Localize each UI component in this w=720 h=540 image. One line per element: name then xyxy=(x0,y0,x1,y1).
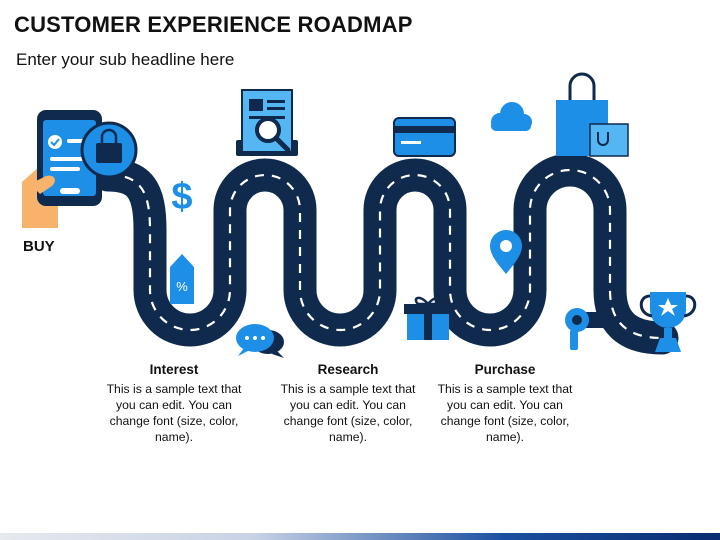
shopping-bags-icon xyxy=(556,72,629,157)
stage-description: This is a sample text that you can edit.… xyxy=(437,382,573,444)
cloud-icon xyxy=(491,102,532,131)
page-subtitle: Enter your sub headline here xyxy=(16,50,235,69)
percent-tag-icon: % xyxy=(170,254,194,304)
start-label-buy: BUY xyxy=(23,238,55,255)
chat-bubbles-icon xyxy=(236,324,284,358)
hair-dryer-icon xyxy=(565,308,610,350)
dollar-icon: $ xyxy=(171,176,192,218)
phone-hand-icon xyxy=(22,110,138,228)
stage-title: Interest xyxy=(149,362,199,377)
stage-description: This is a sample text that you can edit.… xyxy=(106,382,242,444)
credit-card-icon xyxy=(393,117,456,157)
bottom-accent-bar xyxy=(0,533,720,540)
document-search-icon xyxy=(236,89,298,156)
trophy-icon xyxy=(639,292,697,352)
gift-icon xyxy=(404,296,452,340)
stage-title: Purchase xyxy=(474,362,536,377)
stage-interest: Interest This is a sample text that you … xyxy=(104,362,244,445)
location-pin-icon xyxy=(490,230,522,274)
winding-road xyxy=(91,153,679,355)
stage-title: Research xyxy=(317,362,379,377)
page-title: CUSTOMER EXPERIENCE ROADMAP xyxy=(14,12,413,37)
percent-badge-text: % xyxy=(176,279,188,294)
stage-purchase: Purchase This is a sample text that you … xyxy=(435,362,575,445)
stage-research: Research This is a sample text that you … xyxy=(278,362,418,445)
stage-description: This is a sample text that you can edit.… xyxy=(280,382,416,444)
